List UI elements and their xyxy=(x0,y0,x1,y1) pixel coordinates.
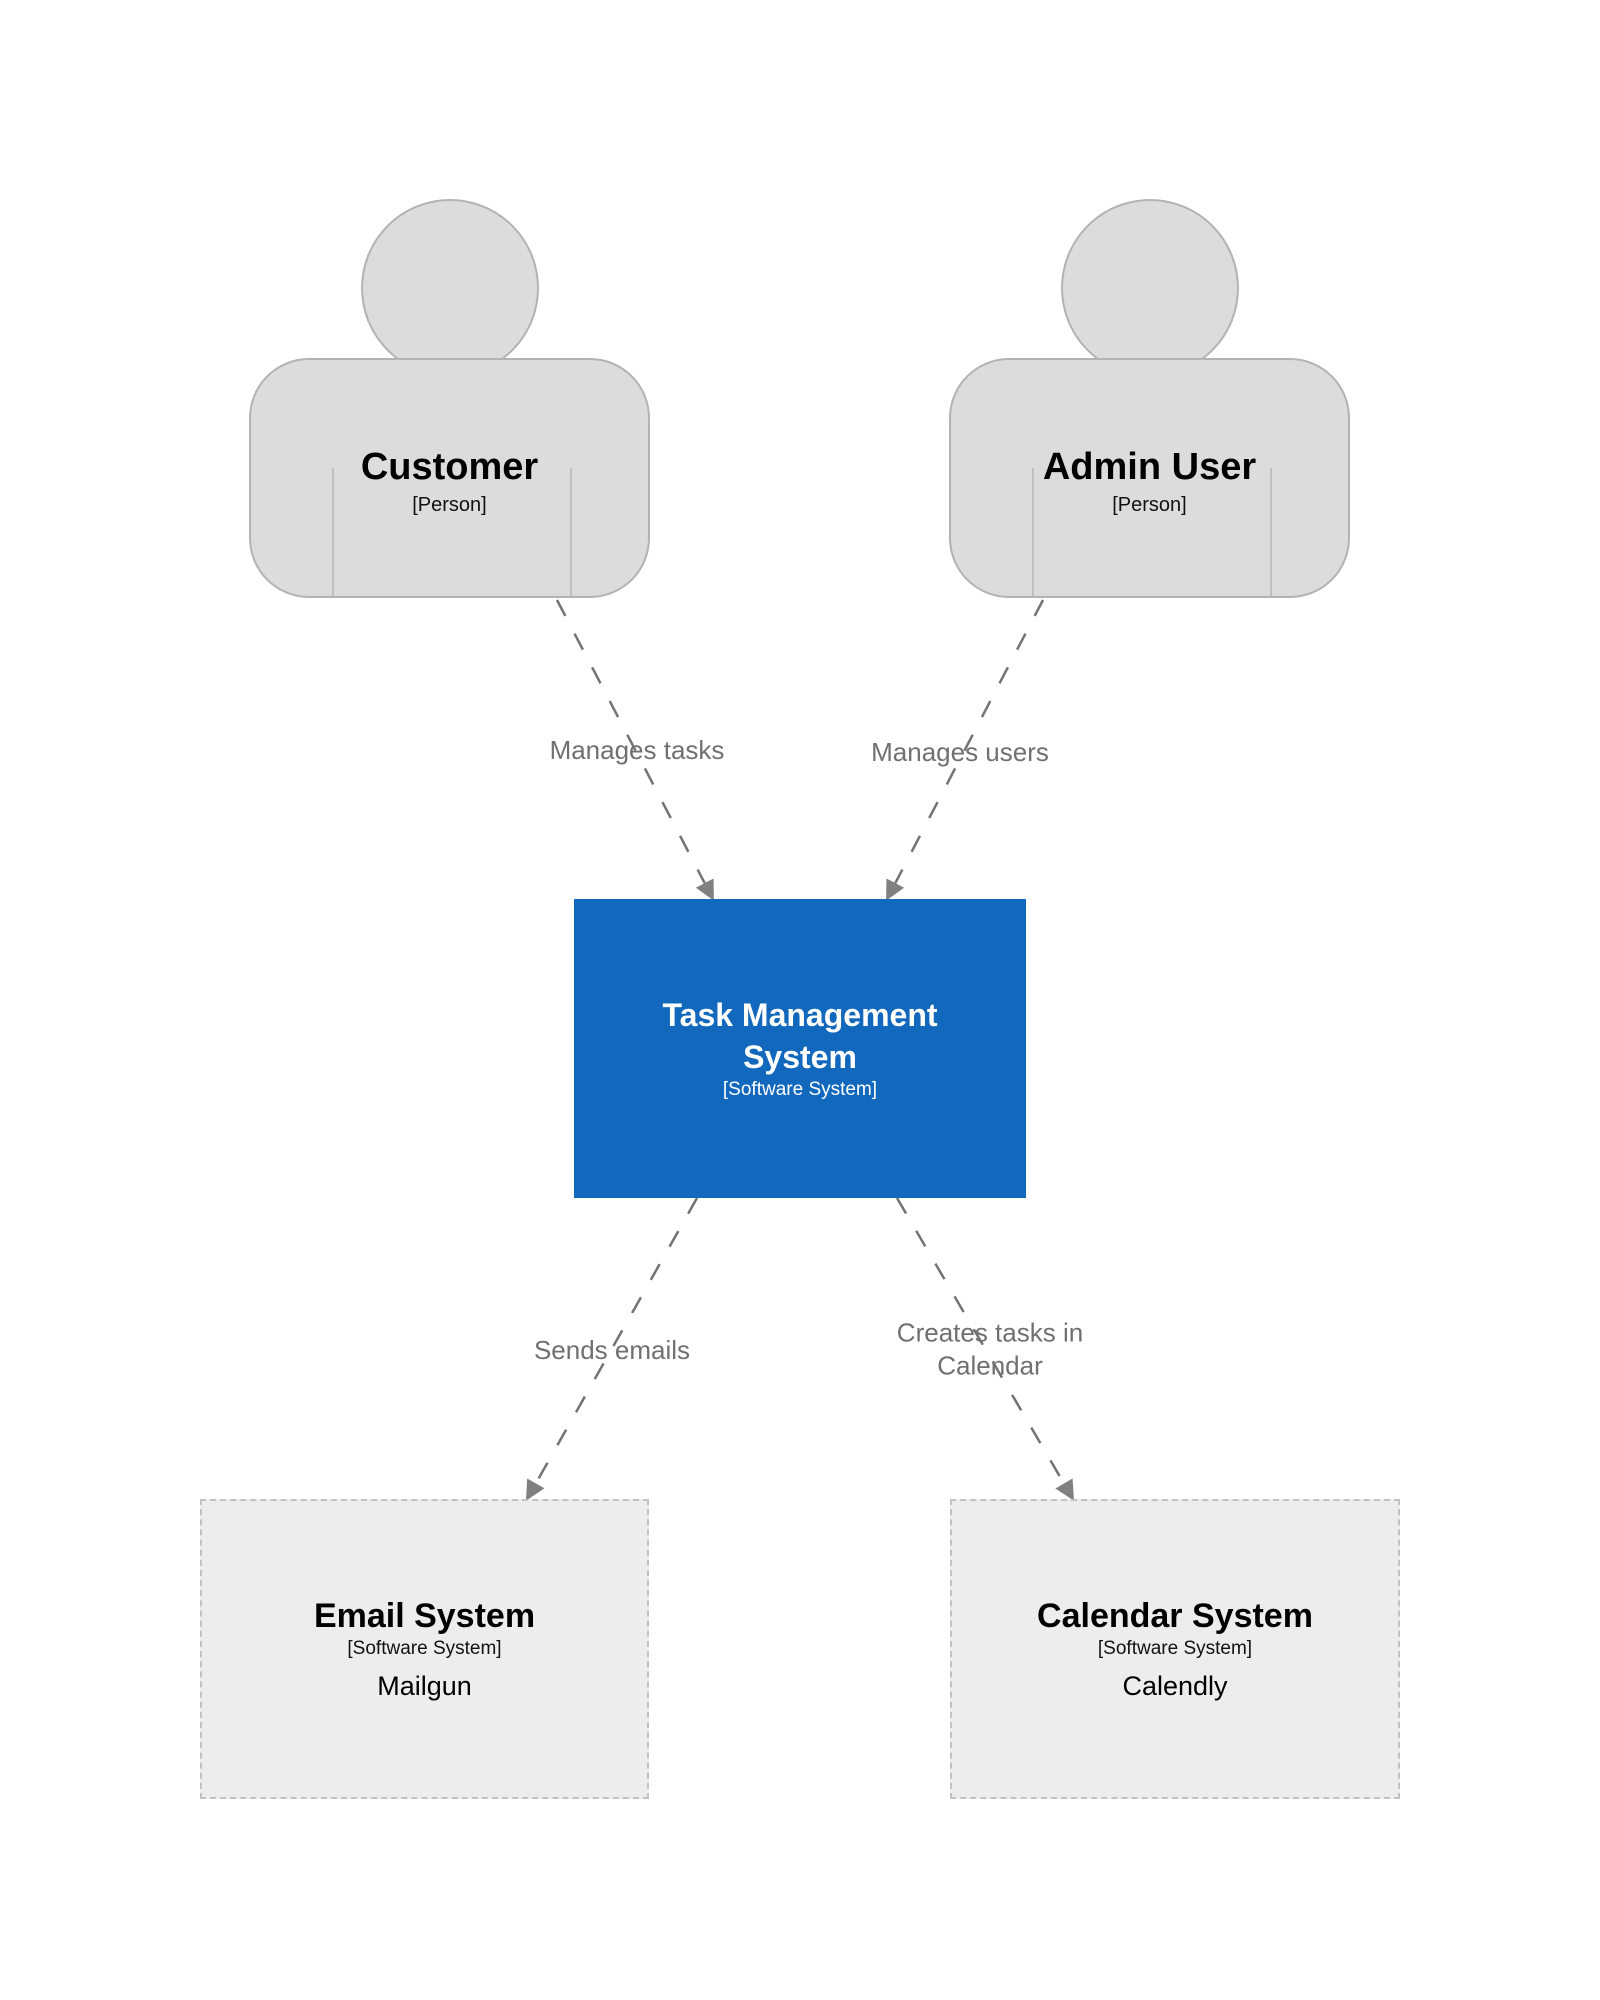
external-description-label: Mailgun xyxy=(377,1671,472,1702)
person-meta-label: [Person] xyxy=(412,493,487,516)
person-arm-line-right xyxy=(570,468,572,596)
edge-label-manages-tasks: Manages tasks xyxy=(549,734,725,765)
external-name-label: Email System xyxy=(313,1596,536,1635)
person-body-shape: Customer [Person] xyxy=(249,358,650,598)
person-body-shape: Admin User [Person] xyxy=(949,358,1350,598)
person-head-icon xyxy=(361,199,539,377)
edge-label-manages-users: Manages users xyxy=(871,736,1049,767)
person-head-icon xyxy=(1061,199,1239,377)
external-meta-label: [Software System] xyxy=(347,1638,502,1660)
edge-label-sends-emails: Sends emails xyxy=(533,1334,691,1365)
person-name-label: Customer xyxy=(360,446,539,488)
person-arm-line-left xyxy=(1032,468,1034,596)
edge-customer-to-tms xyxy=(555,599,715,901)
edge-label-creates-tasks-in-calendar: Creates tasks in Calendar xyxy=(896,1317,1084,1381)
external-description-label: Calendly xyxy=(1122,1671,1228,1702)
external-box-calendar-system: Calendar System [Software System] Calend… xyxy=(950,1499,1400,1799)
edge-admin-to-tms xyxy=(885,599,1045,901)
system-name-label: Task Management System xyxy=(662,996,938,1075)
person-name-label: Admin User xyxy=(1042,446,1257,488)
person-arm-line-left xyxy=(332,468,334,596)
system-meta-label: [Software System] xyxy=(722,1079,878,1101)
person-meta-label: [Person] xyxy=(1112,493,1187,516)
external-meta-label: [Software System] xyxy=(1097,1638,1253,1660)
person-arm-line-right xyxy=(1270,468,1272,596)
external-name-label: Calendar System xyxy=(1037,1596,1313,1635)
system-box-task-management: Task Management System [Software System] xyxy=(574,899,1026,1198)
external-box-email-system: Email System [Software System] Mailgun xyxy=(200,1499,649,1799)
